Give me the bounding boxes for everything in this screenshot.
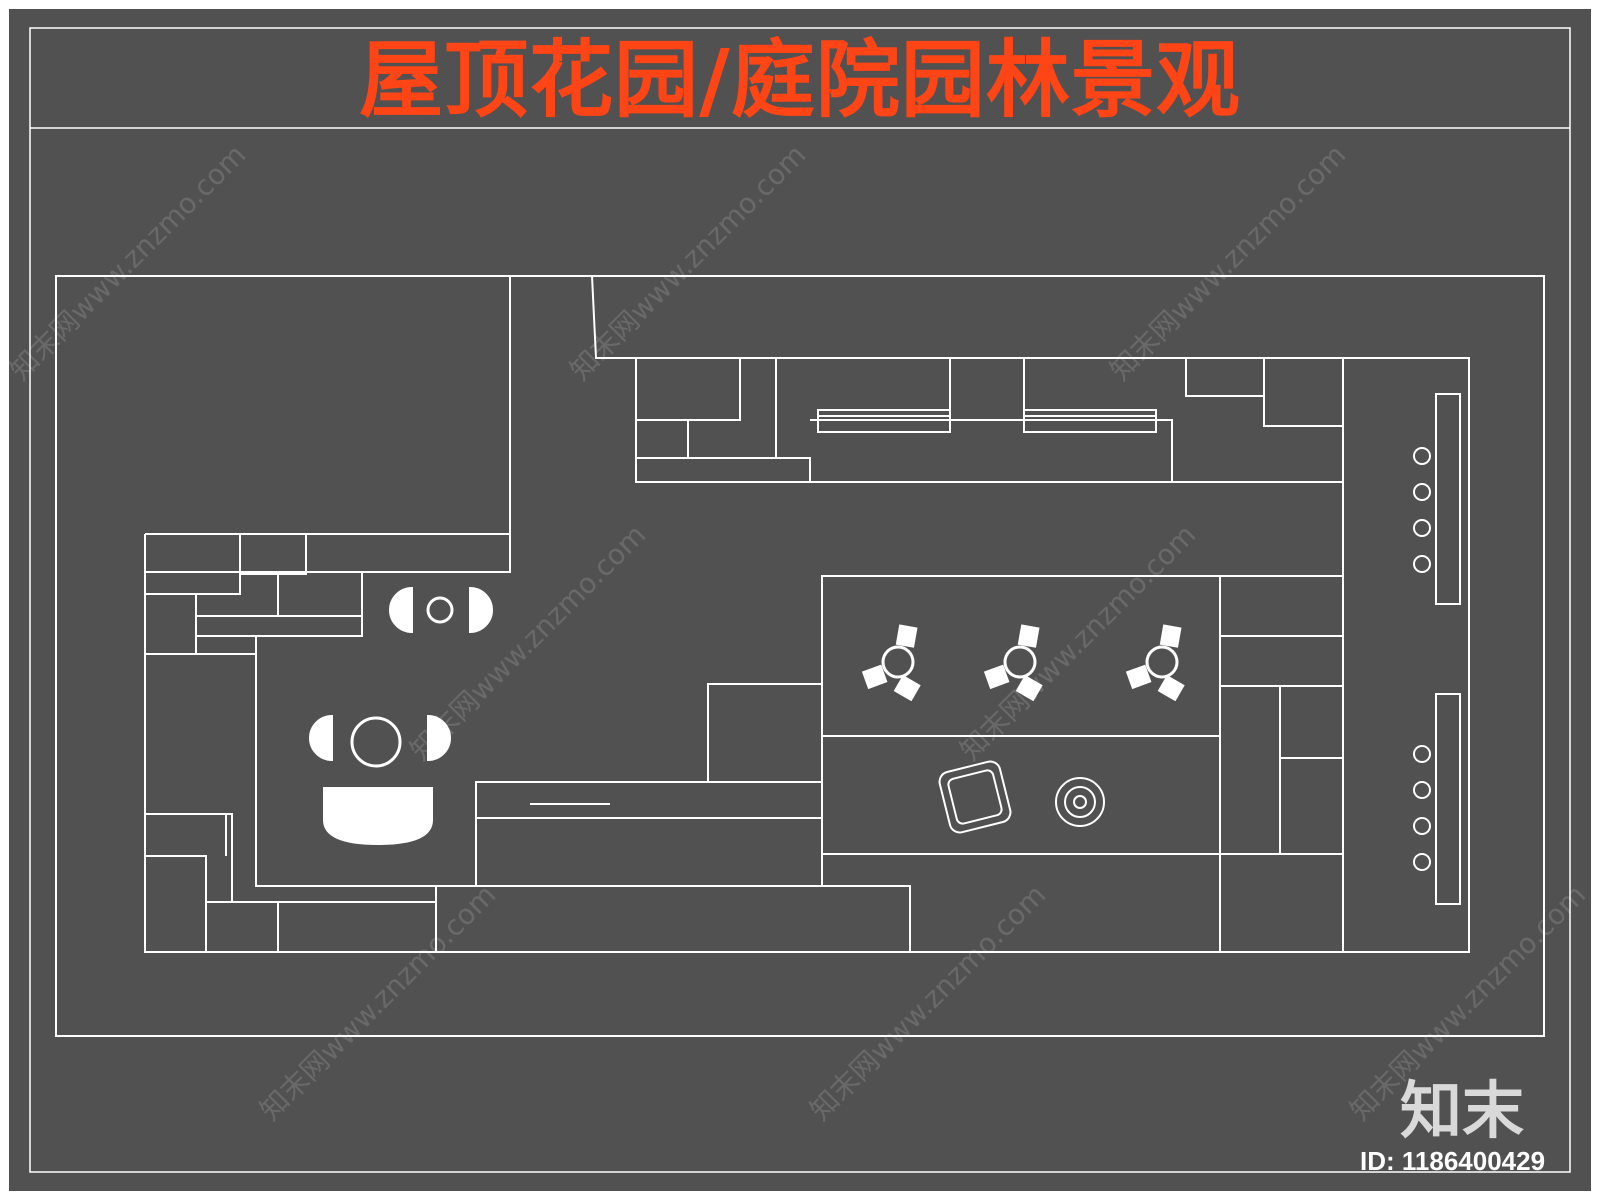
upper-planter-b	[687, 358, 777, 459]
left-planter-i	[226, 813, 436, 903]
bistro-set	[389, 586, 493, 634]
upper-planter-a	[636, 358, 741, 421]
south-walk	[436, 885, 911, 952]
left-planter-j	[206, 901, 279, 952]
left-building-outline	[56, 275, 511, 573]
drawing-title: 屋顶花园/庭院园林景观	[359, 31, 1241, 129]
sheet-background	[7, 7, 1593, 1193]
upper-planter-g	[1263, 396, 1343, 427]
upper-bench-left	[817, 409, 951, 433]
dining-set	[309, 714, 451, 846]
round-table-sets	[859, 622, 1187, 704]
upper-path-edge	[591, 275, 636, 359]
deck-step	[707, 683, 822, 782]
upper-bench-right	[1023, 409, 1157, 433]
upper-planter-e	[810, 419, 1173, 482]
left-planter-a	[240, 534, 307, 575]
left-planter-top	[145, 534, 241, 595]
image-id-label: ID: 1186400429	[1360, 1146, 1546, 1176]
upper-planter-f	[1185, 358, 1265, 397]
lower-garden-outline	[144, 533, 1343, 953]
plan-linework	[55, 275, 1545, 1037]
upper-planter-d	[776, 457, 811, 482]
right-bench-bottom	[1435, 693, 1461, 905]
sheet-inner-border	[29, 27, 1571, 1173]
site-boundary	[55, 275, 1545, 1037]
left-planter-e	[196, 616, 363, 637]
bar-stools	[1413, 447, 1431, 871]
lounge-furniture	[938, 760, 1105, 834]
left-planter-h	[145, 855, 207, 952]
right-bench-top	[1435, 393, 1461, 605]
left-planter-f	[255, 636, 436, 887]
brand-logo-text: 知末	[1400, 1074, 1525, 1147]
right-strip	[1342, 357, 1470, 953]
